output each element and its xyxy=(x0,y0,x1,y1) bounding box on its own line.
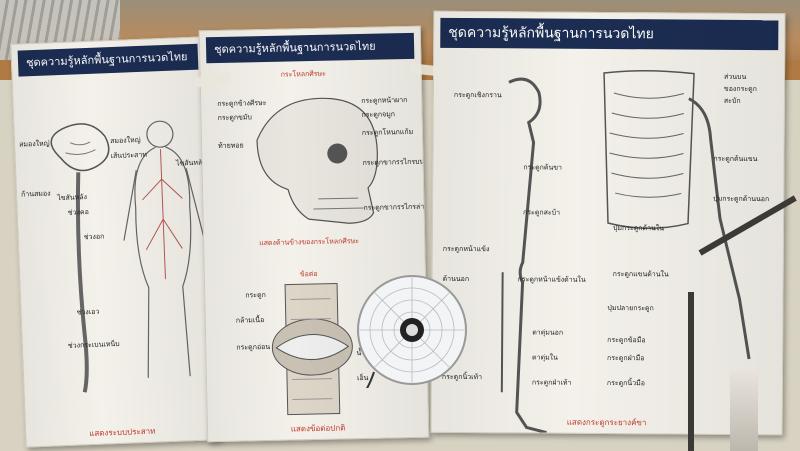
skeleton-drawing xyxy=(500,70,751,435)
label: สมองใหญ่ xyxy=(109,135,141,146)
label: สมองใหญ่ xyxy=(19,139,50,149)
label: กระดูกข้อมือ xyxy=(607,335,646,345)
label: ตาตุ่มใน xyxy=(532,353,558,362)
label: กระดูกต้นแขน xyxy=(713,154,758,164)
label: กระดูกขากรรไกรล่าง xyxy=(363,202,428,212)
label: กระดูกนิ้วมือ xyxy=(606,378,645,388)
label: ช่วงกระเบนเหน็บ xyxy=(67,339,120,350)
wooden-pole xyxy=(688,292,694,451)
label: ก้านสมอง xyxy=(20,189,51,199)
label: กระดูกหน้าแข้ง xyxy=(442,244,490,254)
label: กระดูกอ่อน xyxy=(236,342,271,352)
label: กระดูกเชิงกราน xyxy=(453,90,502,100)
label: กระดูกโหนกแก้ม xyxy=(361,127,414,137)
label: กระดูกสะบ้า xyxy=(523,208,561,217)
label: ปุ่มปลายกระดูก xyxy=(607,303,654,313)
wall-fan xyxy=(357,275,467,388)
label: ตาตุ่มนอก xyxy=(532,328,564,337)
label: กระดูก xyxy=(245,291,266,300)
label: ช่วงเอว xyxy=(76,307,100,317)
label: กระดูกหน้าผาก xyxy=(361,96,408,105)
poster-skeleton: ชุดความรู้หลักพื้นฐานการนวดไทย กระดูกเชิ… xyxy=(430,10,786,436)
hanging-cloth xyxy=(730,370,758,451)
label: ช่วงคอ xyxy=(67,207,89,217)
label: กระดูกฝ่ามือ xyxy=(607,353,645,363)
label: กล้ามเนื้อ xyxy=(235,316,265,325)
label: ปุ่มกระดูกด้านนอก xyxy=(713,194,770,204)
label: ท้ายทอย xyxy=(218,141,244,150)
poster-nervous-system: ชุดความรู้หลักพื้นฐานการนวดไทย สมองใหญ่ … xyxy=(10,36,220,448)
label: เส้นประสาท xyxy=(110,150,148,161)
label: กระดูกข้างศีรษะ xyxy=(217,98,267,108)
label: ไขสันหลัง xyxy=(57,193,88,203)
section-title: ข้อต่อ xyxy=(299,269,318,279)
label: กระดูกฝ่าเท้า xyxy=(531,378,572,387)
skull-joint-drawing xyxy=(256,97,378,416)
label: กระดูกหน้าแข้งด้านใน xyxy=(517,275,586,284)
nervous-system-drawing xyxy=(50,120,205,393)
label: กระดูกขากรรไกรบน xyxy=(362,157,425,167)
label: ปุ่มกระดูกด้านใน xyxy=(612,224,665,233)
label: ส่วนบน xyxy=(723,72,747,81)
caption: แสดงด้านข้างของกระโหลกศีรษะ xyxy=(259,237,360,248)
label: ช่วงอก xyxy=(83,232,105,242)
label: กระดูกต้นขา xyxy=(523,163,563,172)
label: กระดูกแขนด้านใน xyxy=(612,270,669,279)
label: กระดูกขมับ xyxy=(217,113,253,122)
poster-skull-joint: ชุดความรู้หลักพื้นฐานการนวดไทย กระโหลกศี… xyxy=(198,25,430,443)
label: สะบัก xyxy=(723,96,741,105)
label: ของกระดูก xyxy=(723,84,757,94)
label: กระดูกจมูก xyxy=(361,110,396,119)
